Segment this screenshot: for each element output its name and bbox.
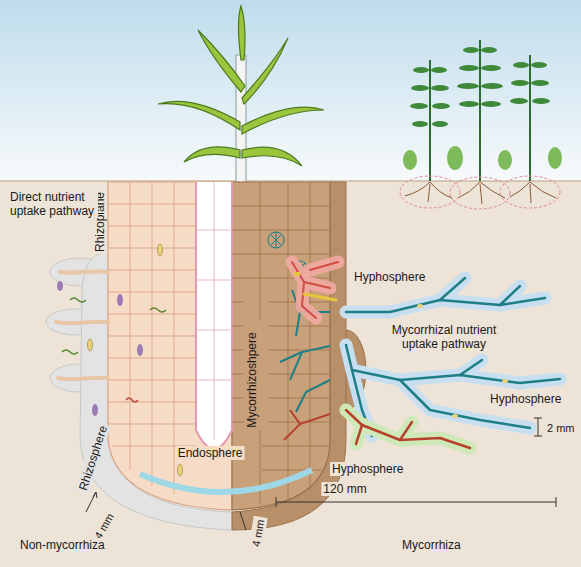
dimension-label: 2 mm: [545, 421, 577, 435]
microbes: [57, 244, 183, 476]
zone-label: Endosphere: [176, 446, 245, 460]
hyphae-cluster: [292, 262, 338, 318]
maize-plant: [158, 6, 324, 183]
sky: [0, 0, 581, 181]
small-plants: [400, 40, 562, 209]
scale-marks: [86, 418, 556, 530]
soil: [0, 181, 581, 567]
pathway-label: Mycorrhizal nutrient uptake pathway: [372, 323, 516, 351]
panel-label: Non-mycorrhiza: [18, 538, 107, 552]
root-cap-arc: [140, 470, 312, 492]
pathway-label: Direct nutrient uptake pathway: [8, 190, 98, 218]
teal-hyphae: [346, 278, 560, 436]
zone-label: Hyphosphere: [330, 462, 405, 476]
dimension-label: 120 mm: [321, 482, 368, 496]
zone-label: Mycorrhizoshpere: [245, 330, 259, 429]
panel-label: Mycorrhiza: [400, 538, 463, 552]
zone-label: Hyphosphere: [488, 392, 563, 406]
root: [108, 182, 330, 510]
zone-label: Hyphosphere: [352, 270, 427, 284]
root-hairs: [56, 271, 108, 379]
red-hyphae: [346, 410, 470, 448]
